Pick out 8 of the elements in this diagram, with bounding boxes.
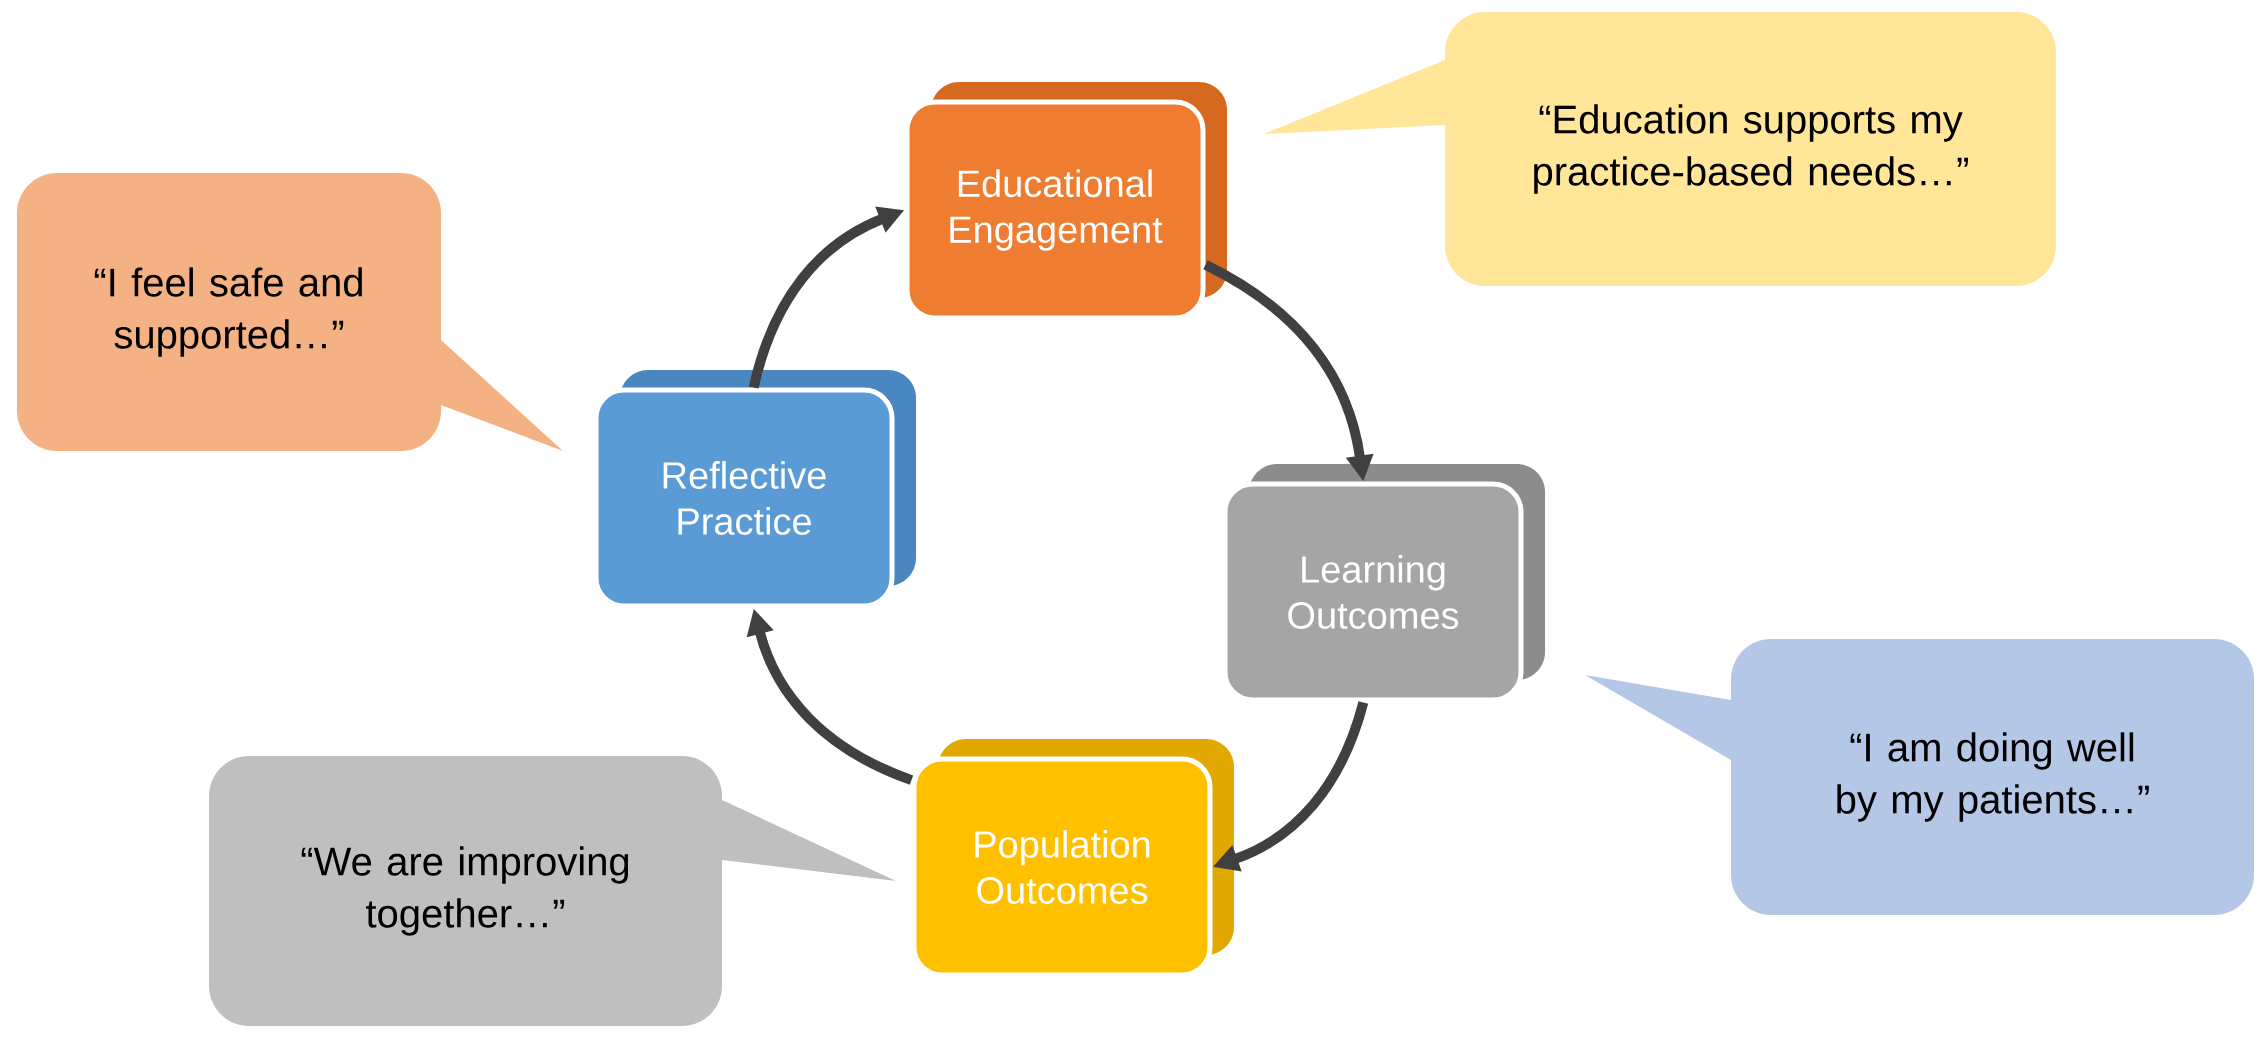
speech-bubble: “I am doing well by my patients…” <box>1585 639 2255 915</box>
step-box: Educational Engagement <box>904 82 1227 321</box>
speech-bubble: “I feel safe and supported…” <box>17 173 563 451</box>
speech-bubble: “We are improving together…” <box>209 756 896 1026</box>
step-box: Population Outcomes <box>911 739 1234 978</box>
step-box: Learning Outcomes <box>1222 464 1545 703</box>
speech-bubble: “Education supports my practice-based needs…” <box>1264 12 2057 286</box>
step-box: Reflective Practice <box>593 370 916 609</box>
